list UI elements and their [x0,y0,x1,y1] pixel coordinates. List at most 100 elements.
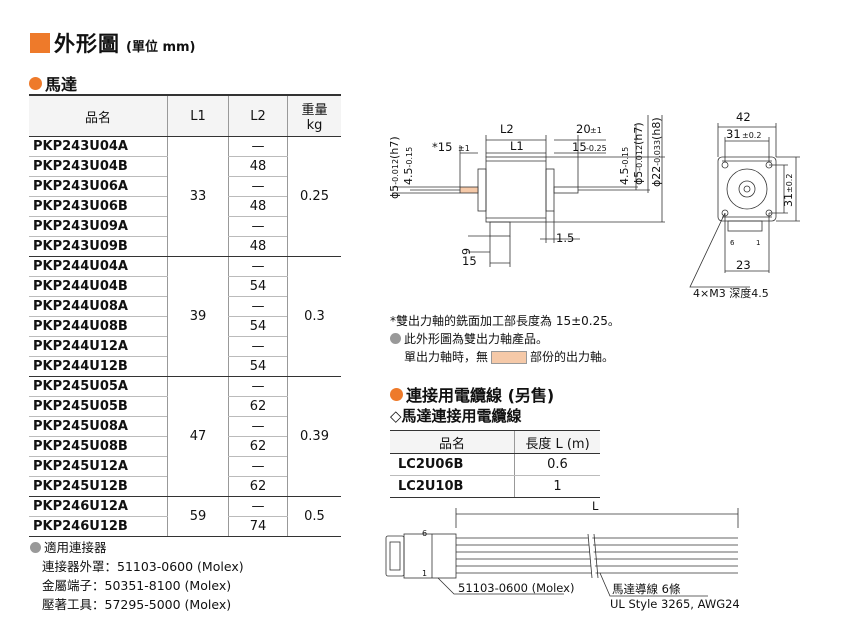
l2-value: — [228,456,288,477]
table-row: PKP245U08A— [29,416,341,437]
table-row: PKP244U12B 54 [29,356,341,377]
l1-value: 59 [167,496,229,537]
svg-text:1: 1 [422,569,427,578]
cable-length-l: L [592,499,599,513]
table-row: PKP244U12A— [29,336,341,357]
title-square-icon [30,33,50,53]
dim-31-vert: 31±0.2 [782,174,795,207]
part-number: PKP244U12B [29,356,168,377]
header-l2: L2 [228,95,288,137]
l2-value: 54 [228,316,288,337]
part-number: PKP245U12A [29,456,168,477]
part-number: PKP244U08A [29,296,168,317]
dim-42: 42 [736,110,751,124]
dim-phi5-left: ϕ5-0.012(h7) [388,136,401,199]
cable-header-length: 長度 L (m) [514,430,600,454]
l2-value: — [228,136,288,157]
table-row: PKP243U06A — [29,176,341,197]
part-number: PKP243U06B [29,196,168,217]
l2-value: 54 [228,276,288,297]
cable-section-title: 連接用電纜線 (另售) [390,382,554,406]
table-row: LC2U10B 1 [390,475,600,498]
dim-phi22: ϕ22-0.033(h8) [650,117,663,187]
l2-value: 62 [228,396,288,417]
table-row: PKP245U05B 62 [29,396,341,417]
cable-table: 品名 長度 L (m) LC2U06B 0.6 LC2U10B 1 [390,430,600,498]
dim-l2: L2 [500,122,514,136]
weight-value: 0.3 [287,256,341,377]
part-number: PKP244U04A [29,256,168,277]
cable-wires-label: 馬達導線 6條 [612,582,681,596]
l2-value: — [228,376,288,397]
dim-15: 15 [572,140,587,154]
dim-4-5-right: 4.5-0.15 [618,147,631,185]
dim-l1: L1 [510,139,524,153]
svg-text:±1: ±1 [458,144,470,153]
bullet-icon [30,542,41,553]
note-flat-length: *雙出力軸的銑面加工部長度為 15±0.25。 [390,314,620,328]
table-row: PKP246U12B 74 [29,516,341,537]
bullet-icon [390,333,401,344]
table-row: LC2U06B 0.6 [390,453,600,476]
table-row: PKP243U06B 48 [29,196,341,217]
connector-terminal: 金屬端子：50351-8100 (Molex) [42,578,232,593]
page-title: 外形圖 (單位 mm) [30,28,196,58]
cable-drawing: L 6 1 51103-0600 (Molex) 馬達導線 6條 UL Styl… [385,499,740,611]
part-number: PKP244U04B [29,276,168,297]
table-row: PKP244U04B 54 [29,276,341,297]
dim-15b: 15 [462,254,477,268]
part-number: PKP246U12B [29,516,168,537]
weight-value: 0.5 [287,496,341,537]
svg-text:1: 1 [756,239,760,247]
dim-23: 23 [736,258,751,272]
svg-text:6: 6 [730,239,735,247]
title-unit: (單位 mm) [126,39,196,55]
l2-value: 74 [228,516,288,537]
dim-9: 9 [460,248,473,255]
dim-star15: *15 [432,140,452,154]
part-number: PKP246U12A [29,496,168,517]
header-l1: L1 [167,95,229,137]
part-number: PKP244U12A [29,336,168,357]
l2-value: 48 [228,196,288,217]
l1-value: 39 [167,256,229,377]
weight-value: 0.39 [287,376,341,497]
connector-tool: 壓著工具：57295-5000 (Molex) [42,597,232,612]
part-number: PKP245U05A [29,376,168,397]
connector-housing: 連接器外罩：51103-0600 (Molex) [42,559,244,574]
svg-text:±0.2: ±0.2 [742,131,761,140]
dim-20: 20 [576,122,591,136]
table-row: PKP244U08A— [29,296,341,317]
l2-value: 48 [228,236,288,257]
l2-value: — [228,216,288,237]
l2-value: 54 [228,356,288,377]
l2-value: — [228,256,288,277]
drawing-notes: *雙出力軸的銑面加工部長度為 15±0.25。 此外形圖為雙出力軸產品。 單出力… [390,314,620,364]
title-main: 外形圖 [54,32,120,56]
part-number: PKP243U09A [29,216,168,237]
table-row: PKP243U04B 48 [29,156,341,177]
part-number: PKP243U06A [29,176,168,197]
dim-m3: 4×M3 深度4.5 [693,286,769,300]
dim-phi5-right: ϕ5-0.012(h7) [632,122,645,185]
shaft-highlight-swatch [491,350,528,364]
part-number: PKP245U05B [29,396,168,417]
cable-subtitle: ◇馬達連接用電纜線 [390,407,522,425]
part-number: PKP245U12B [29,476,168,497]
cable-spec-label: UL Style 3265, AWG24 [610,597,740,611]
dim-1-5: 1.5 [556,231,574,245]
l2-value: — [228,176,288,197]
l2-value: 48 [228,156,288,177]
part-number: PKP243U04B [29,156,168,177]
dim-4-5-left: 4.5-0.15 [402,147,415,185]
